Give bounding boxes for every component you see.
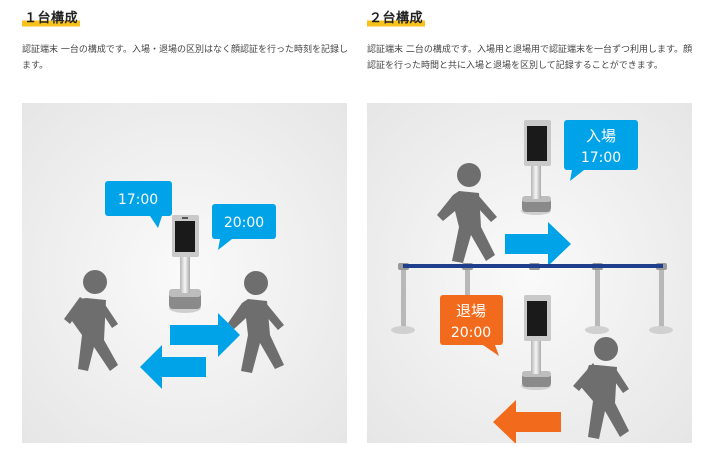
- exit-bubble: 退場 20:00: [440, 295, 503, 356]
- time-bubble-17: 17:00: [105, 181, 172, 228]
- bubble-time-17: 17:00: [118, 192, 158, 208]
- section-description-single: 認証端末 一台の構成です。入場・退場の区別はなく顔認証を行った時刻を記録します。: [22, 45, 348, 71]
- section-title-dual: ２台構成: [367, 10, 426, 28]
- entry-arrow-right-icon: [505, 222, 571, 266]
- arrow-right-icon: [170, 313, 240, 357]
- arrow-left-icon: [140, 345, 206, 389]
- exit-terminal: [521, 295, 551, 390]
- time-bubble-20: 20:00: [212, 204, 276, 250]
- exit-time: 20:00: [451, 325, 491, 341]
- single-terminal-illustration: 17:00 20:00: [22, 103, 347, 443]
- entry-time: 17:00: [581, 150, 621, 166]
- person-entering-icon: [437, 163, 497, 263]
- face-auth-terminal: [169, 215, 201, 313]
- entry-terminal: [521, 120, 551, 215]
- person-walking-left-icon: [64, 270, 118, 371]
- entry-label: 入場: [586, 127, 616, 145]
- entry-bubble: 入場 17:00: [564, 120, 638, 181]
- person-walking-right-icon: [228, 271, 284, 373]
- exit-label: 退場: [456, 302, 486, 320]
- person-exiting-icon: [573, 337, 629, 439]
- section-description-dual: 認証端末 二台の構成です。入場用と退場用で認証端末を一台ずつ利用します。顔認証を…: [367, 45, 693, 71]
- exit-arrow-left-icon: [493, 400, 561, 443]
- bubble-time-20: 20:00: [224, 215, 264, 231]
- dual-terminal-illustration: 入場 17:00: [367, 103, 692, 443]
- section-title-single: １台構成: [22, 10, 81, 28]
